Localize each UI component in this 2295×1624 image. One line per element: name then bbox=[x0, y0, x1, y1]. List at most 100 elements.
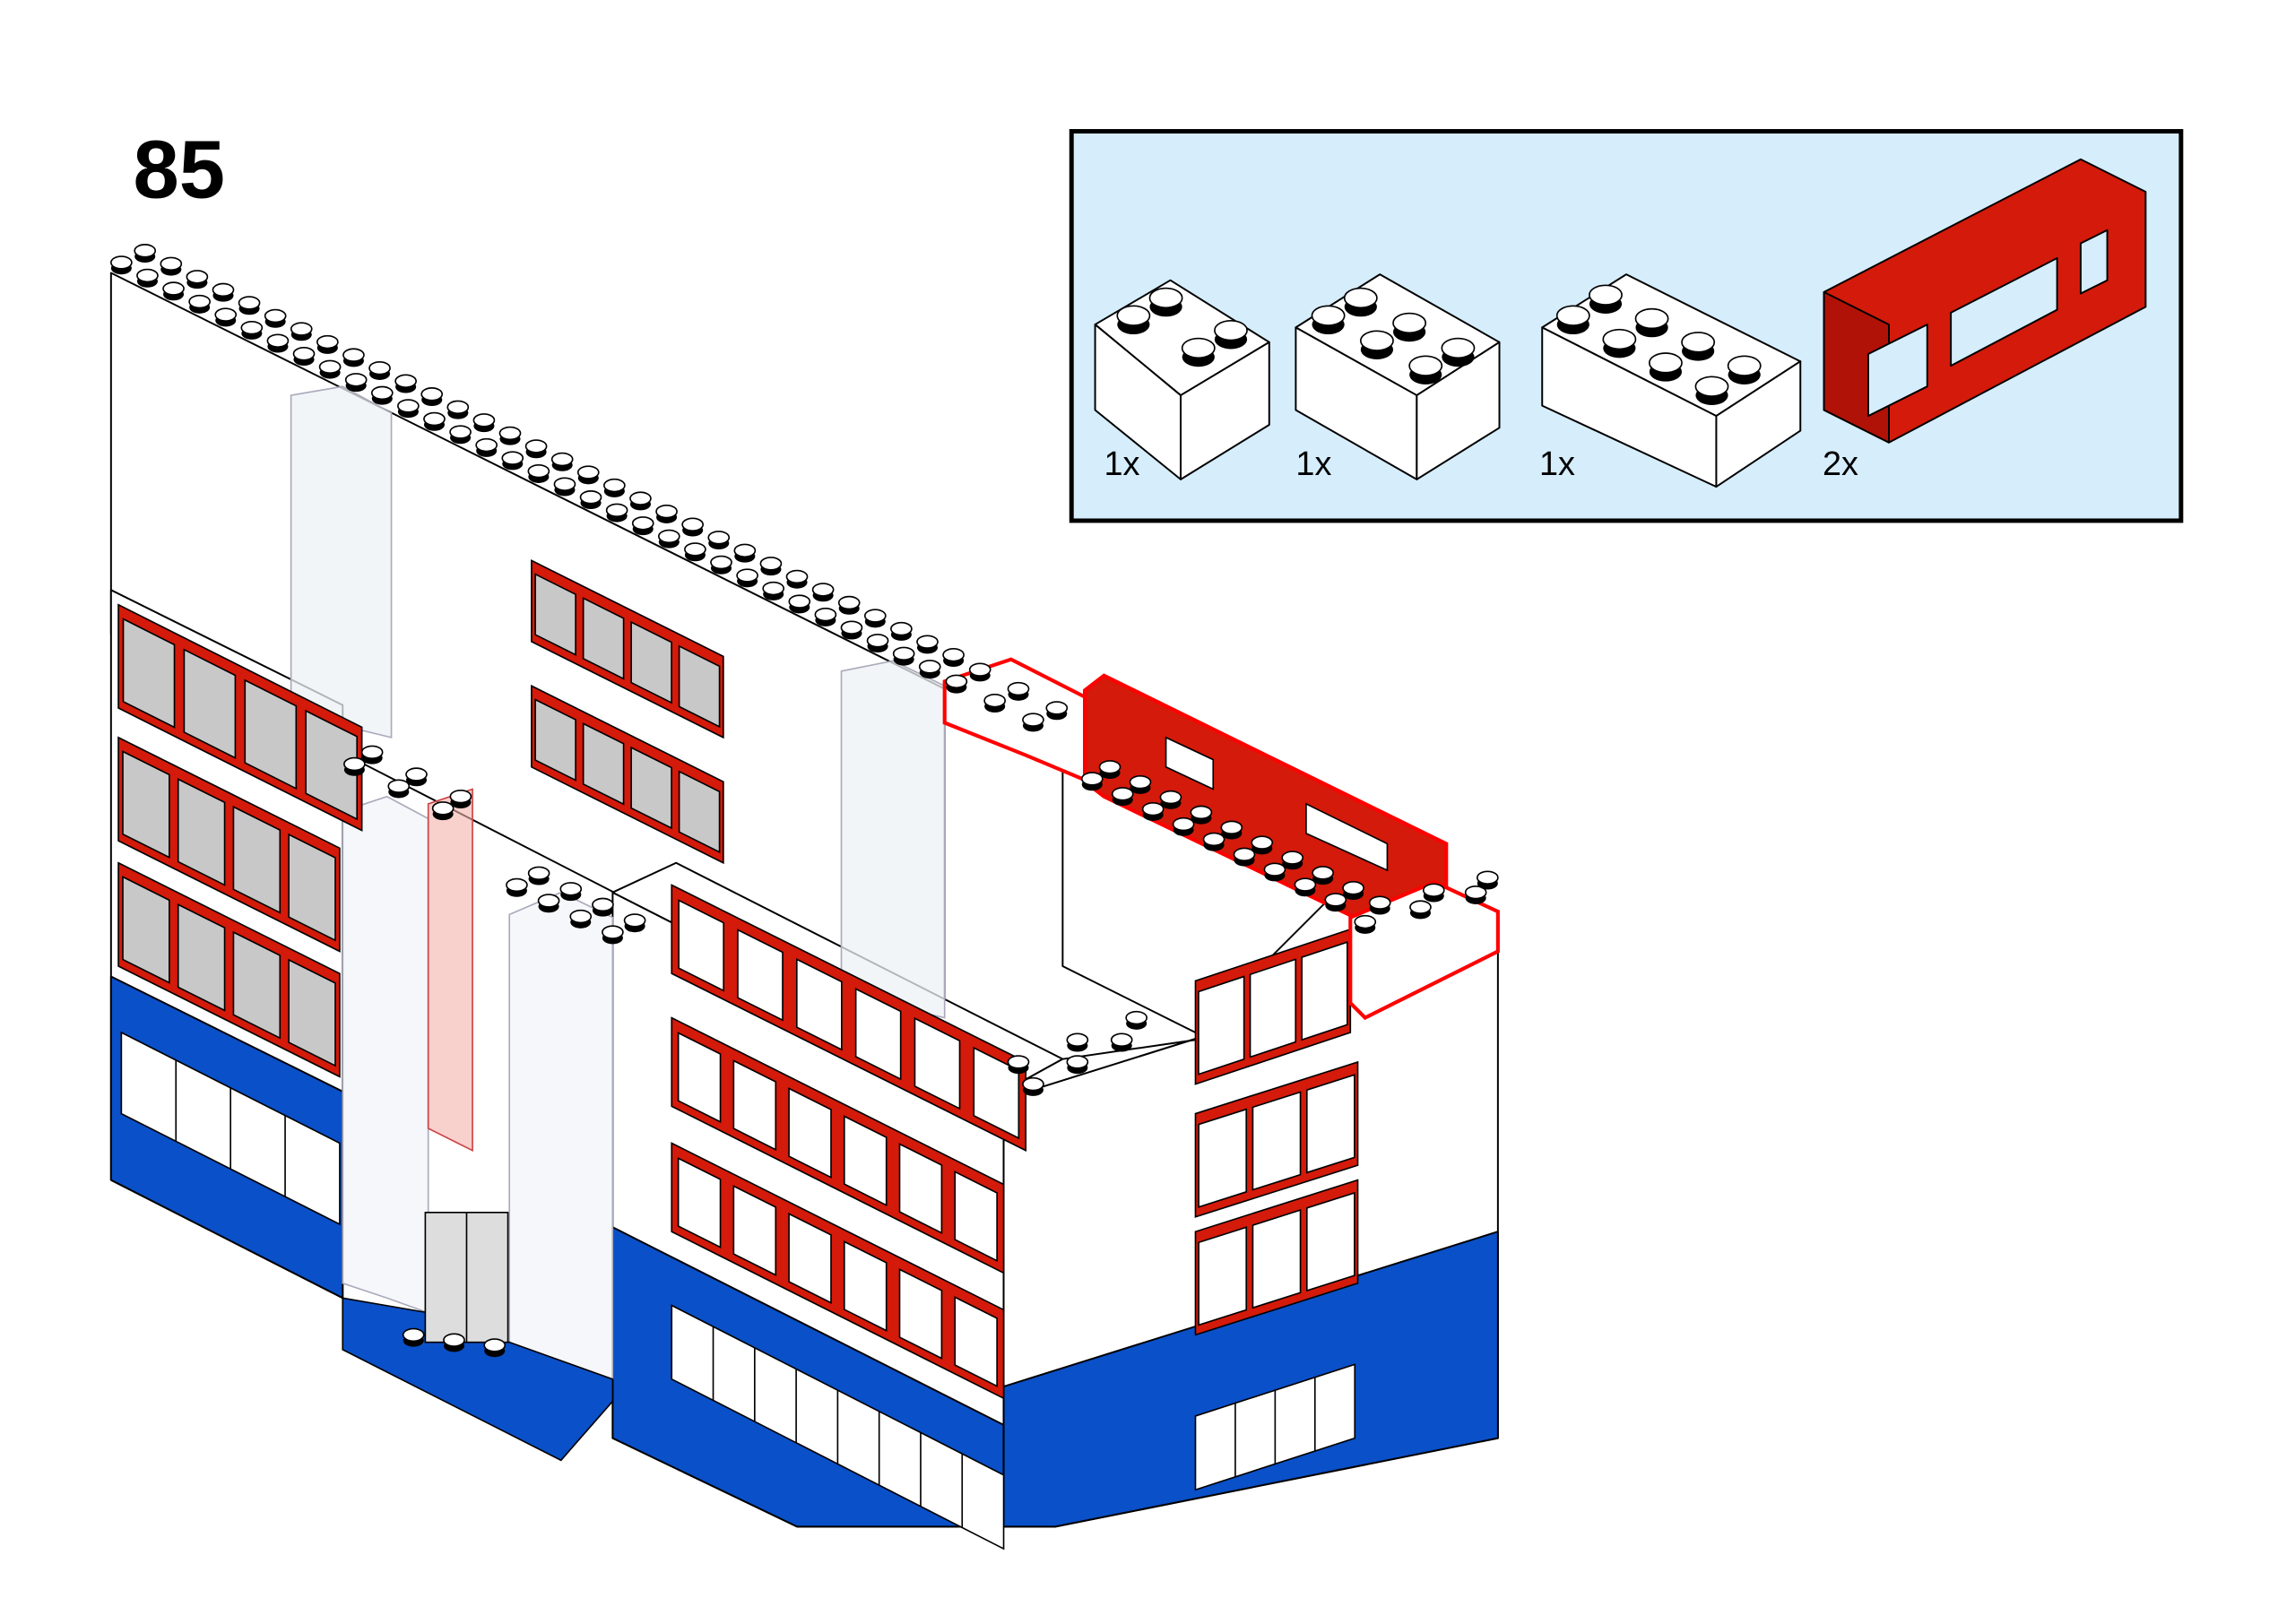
stud bbox=[1159, 790, 1182, 805]
stud bbox=[402, 1327, 425, 1343]
window-pane bbox=[1198, 1226, 1248, 1326]
stud bbox=[1324, 893, 1347, 907]
transparent-column bbox=[290, 385, 393, 739]
stud bbox=[472, 413, 496, 428]
window-pane bbox=[232, 930, 281, 1040]
building-model bbox=[109, 244, 1762, 1551]
window-pane bbox=[1305, 802, 1389, 872]
stud bbox=[759, 557, 783, 571]
stud bbox=[1220, 820, 1243, 835]
stud bbox=[1422, 883, 1445, 897]
window-pane bbox=[288, 833, 336, 942]
stud bbox=[240, 320, 264, 335]
stud bbox=[1172, 816, 1195, 832]
stud bbox=[449, 425, 472, 439]
stud bbox=[420, 387, 444, 402]
stud bbox=[1233, 847, 1256, 862]
window-pane bbox=[898, 1268, 943, 1360]
red-window-band bbox=[117, 736, 341, 953]
stud bbox=[631, 516, 654, 531]
stud bbox=[1214, 319, 1248, 341]
stud bbox=[603, 478, 626, 493]
part-quantity: 1x bbox=[1104, 445, 1139, 483]
window-pane bbox=[177, 903, 226, 1012]
stud bbox=[318, 359, 342, 375]
window-pane bbox=[795, 958, 843, 1051]
window-pane bbox=[1305, 1191, 1355, 1292]
stud bbox=[945, 674, 968, 689]
window-pane bbox=[122, 750, 170, 859]
window-pane bbox=[288, 958, 336, 1067]
stud bbox=[292, 347, 316, 361]
stud bbox=[1181, 337, 1216, 359]
stud bbox=[707, 531, 731, 545]
stud bbox=[629, 491, 652, 505]
stud bbox=[1311, 305, 1346, 326]
stud bbox=[1080, 772, 1104, 786]
stud bbox=[1727, 355, 1762, 376]
stud bbox=[710, 555, 732, 570]
stud bbox=[214, 307, 238, 322]
window-pane bbox=[854, 987, 902, 1081]
window-pane bbox=[630, 620, 672, 704]
stud bbox=[343, 756, 366, 772]
stud bbox=[657, 529, 680, 544]
stud bbox=[423, 411, 446, 427]
window-pane bbox=[843, 1115, 888, 1207]
window-pane bbox=[183, 648, 237, 760]
stud bbox=[605, 503, 628, 518]
stud bbox=[368, 360, 391, 376]
window-pane bbox=[122, 618, 176, 729]
stud bbox=[1251, 835, 1274, 850]
stud bbox=[840, 620, 863, 635]
window-pane bbox=[582, 597, 625, 680]
stud bbox=[1359, 330, 1394, 351]
stud bbox=[814, 607, 837, 622]
stud bbox=[290, 322, 313, 336]
window-pane bbox=[677, 1032, 722, 1124]
stud bbox=[983, 694, 1007, 708]
stud bbox=[579, 490, 602, 505]
stud bbox=[1409, 900, 1432, 914]
stud bbox=[1464, 885, 1487, 900]
stud bbox=[550, 452, 574, 467]
stud bbox=[387, 779, 411, 793]
stud bbox=[264, 308, 287, 324]
window-pane bbox=[732, 1185, 777, 1276]
stud bbox=[527, 463, 550, 479]
window-pane bbox=[1198, 1108, 1248, 1208]
stud bbox=[1477, 870, 1499, 885]
stud bbox=[788, 594, 811, 609]
window-pane bbox=[788, 1213, 832, 1304]
stud bbox=[475, 437, 498, 453]
window-pane bbox=[1251, 1091, 1302, 1191]
stud bbox=[866, 634, 889, 648]
stud bbox=[1354, 914, 1377, 929]
stud bbox=[892, 646, 915, 661]
stud bbox=[316, 334, 339, 350]
transparent-column bbox=[840, 660, 946, 1019]
stud bbox=[1343, 287, 1378, 309]
window-pane bbox=[177, 778, 226, 886]
stud bbox=[446, 400, 470, 415]
stud bbox=[811, 583, 835, 597]
stud bbox=[1649, 352, 1683, 374]
window-pane bbox=[954, 1296, 998, 1387]
stud bbox=[1066, 1032, 1089, 1048]
stud bbox=[370, 385, 394, 401]
stud bbox=[1202, 832, 1225, 847]
window-pane bbox=[1251, 1209, 1302, 1309]
stud bbox=[1312, 866, 1334, 880]
parts-callout: 1x 1x 1x 2x bbox=[1069, 129, 2184, 523]
stud bbox=[837, 595, 861, 610]
stud bbox=[537, 894, 560, 908]
red-window-band bbox=[531, 559, 724, 739]
stud bbox=[524, 439, 548, 454]
stud bbox=[342, 348, 365, 362]
stud bbox=[1441, 337, 1476, 359]
stud bbox=[1111, 787, 1134, 801]
window-pane bbox=[788, 1087, 832, 1179]
step-number: 85 bbox=[134, 124, 226, 216]
window-pane bbox=[244, 678, 298, 790]
stud bbox=[1634, 307, 1669, 330]
